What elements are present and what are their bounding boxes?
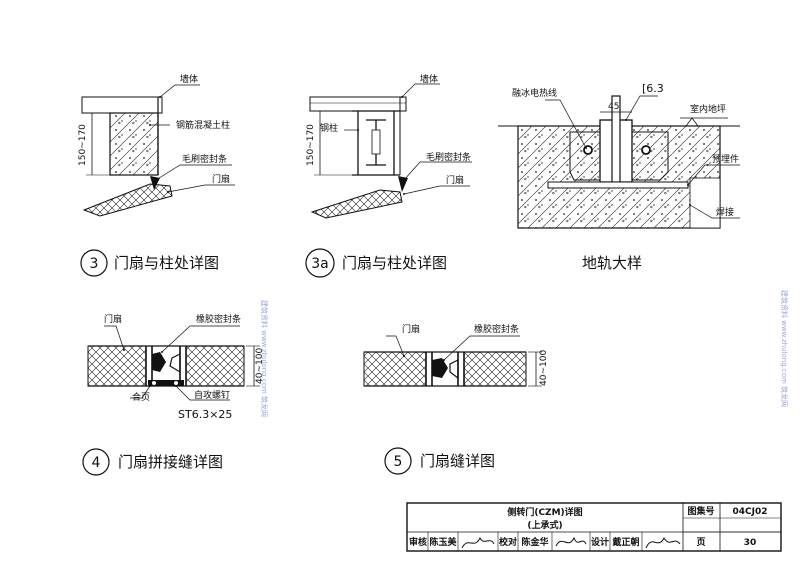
d3a-caption: 门扇与柱处详图: [342, 254, 447, 272]
watermark-right: 建筑资料 www.zhulong.com 筑龙网: [780, 290, 789, 407]
d3a-number-circle: [305, 248, 335, 278]
d3a-dim-text: 150~170: [306, 124, 316, 166]
d3-door-label: 门扇: [212, 173, 230, 185]
track-caption: 地轨大样: [582, 254, 642, 272]
checker-name: 陈金华: [521, 536, 548, 548]
d4-number: 4: [92, 455, 101, 471]
d3a-column-label: 钢柱: [320, 122, 338, 134]
d5-dim-text: 40~100: [539, 350, 549, 386]
d3-dim-text: 150~170: [78, 124, 88, 166]
d5-number: 5: [394, 454, 403, 470]
d3-wall-label: 墙体: [180, 73, 198, 85]
rubber-seal-shape: [432, 358, 448, 378]
d4-dim-text: 40~100: [255, 348, 265, 384]
title-line-1: 侧转门(CZM)详图: [507, 506, 582, 518]
detail-5: 40~100 门扇 橡胶密封条 5 门扇缝详图: [363, 323, 549, 475]
page-label: 页: [696, 537, 705, 548]
designer-name: 戴正朝: [612, 536, 639, 548]
track-floor-label: 室内地坪: [690, 103, 726, 115]
page-number: 30: [744, 538, 757, 548]
d4-screw-spec: ST6.3×25: [178, 408, 232, 421]
reviewer-signature: [461, 536, 495, 549]
heating-wire-right: [641, 145, 651, 155]
designer-signature: [645, 536, 681, 549]
rc-column-shape: [109, 112, 159, 176]
check-label: 校对: [499, 536, 517, 548]
d3-number-circle: [80, 249, 108, 277]
design-label: 设计: [591, 536, 609, 548]
track-weld-label: 焊接: [716, 206, 734, 218]
d3-column-label: 钢筋混凝土柱: [176, 119, 230, 131]
reviewer-name: 陈玉美: [429, 536, 457, 548]
title-line-2: (上承式): [527, 519, 562, 531]
track-embed-label: 预埋件: [712, 153, 739, 165]
detail-3: 150~170 墙体 钢筋混凝土柱 毛刷密封条 门扇 3 门扇与柱处详图: [78, 73, 235, 277]
d3a-seal-label: 毛刷密封条: [426, 151, 471, 163]
brush-seal-shape: [150, 176, 160, 190]
d4-screw-label: 自攻螺钉: [194, 389, 230, 401]
track-dim-45: 45: [608, 102, 619, 112]
door-leaf-shape: [310, 189, 403, 219]
d4-door-label: 门扇: [104, 313, 122, 325]
d5-seal-label: 橡胶密封条: [474, 323, 519, 335]
d5-caption: 门扇缝详图: [420, 452, 495, 470]
d5-door-label: 门扇: [402, 323, 420, 335]
watermark-left: 建筑资料 www.zhulong.com 筑龙网: [260, 300, 269, 417]
brush-seal-shape: [398, 176, 408, 192]
d3-caption: 门扇与柱处详图: [114, 254, 219, 272]
rubber-seal-shape: [152, 352, 166, 372]
door-leaf-left: [87, 345, 147, 387]
d4-hinge-label: 合页: [132, 391, 150, 403]
door-leaf-left: [363, 351, 427, 387]
door-leaf-shape: [82, 183, 173, 217]
hinge-shape: [148, 380, 184, 386]
d3a-wall-label: 墙体: [420, 73, 438, 85]
d5-number-circle: [384, 447, 412, 475]
door-leaf-right: [185, 345, 245, 387]
d4-seal-label: 橡胶密封条: [196, 313, 241, 325]
d3-seal-label: 毛刷密封条: [182, 153, 227, 165]
door-leaf-right: [463, 351, 527, 387]
atlas-label: 图集号: [687, 505, 714, 517]
detail-4: 40~100 门扇 橡胶密封条 合页 自攻螺钉 ST6.3×25 4 门扇拼接缝…: [82, 313, 265, 476]
detail-3a: 150~170 墙体 钢柱 毛刷密封条 门扇 3a 门扇与柱处详图: [305, 73, 472, 278]
wall-shape: [81, 96, 163, 114]
d3a-door-label: 门扇: [446, 174, 464, 186]
detail-floor-track: 45 室内地坪 融冰电热线 [6.3 预埋件 焊接 地轨大样: [498, 82, 740, 272]
d3-number: 3: [90, 256, 99, 272]
atlas-number: 04CJ02: [732, 507, 767, 517]
embedded-plate: [547, 181, 689, 189]
d4-number-circle: [82, 448, 110, 476]
track-heating-label: 融冰电热线: [512, 87, 557, 99]
d3a-number: 3a: [311, 256, 329, 272]
track-channel-label: [6.3: [642, 82, 664, 95]
review-label: 审核: [409, 536, 427, 548]
d4-caption: 门扇拼接缝详图: [118, 453, 223, 471]
title-block: 侧转门(CZM)详图 (上承式) 图集号 04CJ02 审核 陈玉美 校对 陈金…: [406, 502, 782, 552]
checker-signature: [555, 536, 587, 547]
